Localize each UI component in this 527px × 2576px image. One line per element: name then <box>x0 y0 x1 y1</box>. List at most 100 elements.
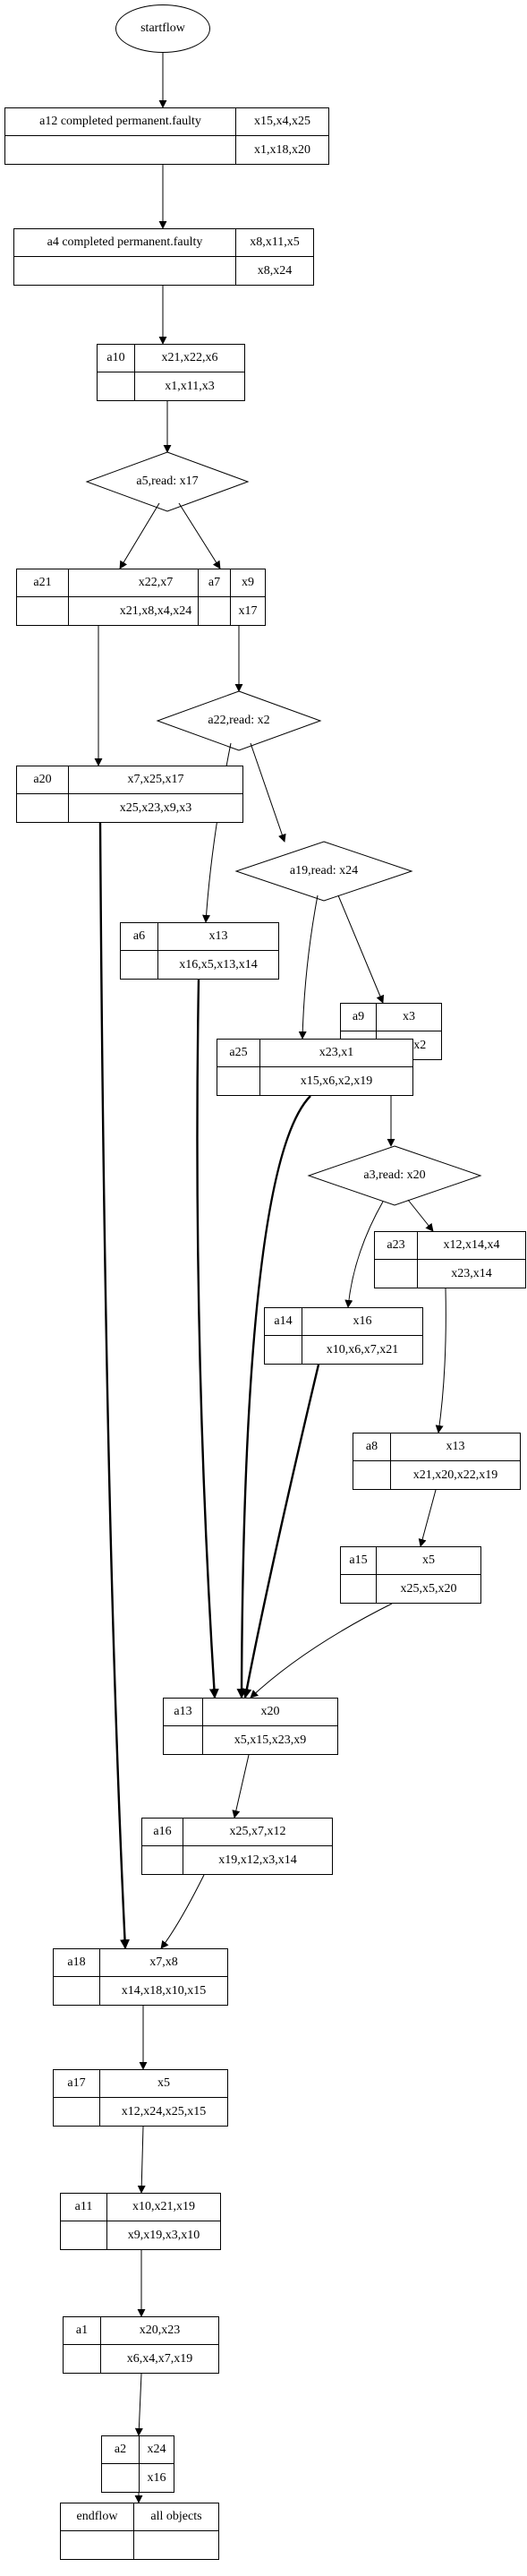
decision-d19: a19,read: x24 <box>289 864 359 877</box>
start-label: startflow <box>140 21 185 35</box>
node-id: a6 <box>121 923 158 950</box>
node-id: a2 <box>102 2436 140 2463</box>
node-bottom-row: x15,x6,x2,x19 <box>217 1067 412 1095</box>
node-top-objects: x7,x8 <box>149 1956 178 1969</box>
node-bottom-objects: x14,x18,x10,x15 <box>121 1983 207 1998</box>
node-id-spacer <box>17 597 69 625</box>
node-top-objects: x24 <box>147 2443 166 2456</box>
node-id: a13 <box>164 1699 203 1725</box>
node-top-row: a13 x20 <box>164 1699 337 1726</box>
node-bottom-row: x10,x6,x7,x21 <box>265 1336 422 1364</box>
decision-d22: a22,read: x2 <box>208 714 270 727</box>
node-id: a8 <box>353 1433 391 1460</box>
node-bottom-objects: x8,x24 <box>257 263 293 278</box>
node-bottom-row: x12,x24,x25,x15 <box>54 2098 227 2126</box>
end-id: endflow <box>61 2503 134 2530</box>
node-bottom-objects: x21,x20,x22,x19 <box>412 1468 498 1482</box>
node-top-row: a1 x20,x23 <box>64 2317 218 2345</box>
node-bottom-row: x16,x5,x13,x14 <box>121 951 278 979</box>
edge-d3-a23 <box>407 1199 434 1232</box>
node-top-objects: x22,x7 <box>138 576 174 589</box>
start-node: startflow <box>115 4 210 53</box>
node-bottom-row: x19,x12,x3,x14 <box>142 1846 332 1874</box>
edge-a14-a13 <box>242 1364 320 1699</box>
node-id: a14 <box>265 1308 302 1335</box>
node-id: a15 <box>341 1547 377 1574</box>
node-id-spacer <box>61 2221 107 2249</box>
node-top-objects: x8,x11,x5 <box>250 235 300 249</box>
edge-d22-d19 <box>250 742 286 843</box>
node-bottom-objects: x25,x5,x20 <box>400 1581 457 1596</box>
edge-a6-a13 <box>196 979 219 1699</box>
edge-a15-a13 <box>250 1603 393 1699</box>
node-id: a21 <box>17 569 69 596</box>
node-bottom-objects: x25,x23,x9,x3 <box>119 800 192 815</box>
edge-d5-a21 <box>119 502 160 569</box>
node-top-row: a6 x13 <box>121 923 278 951</box>
node-id-spacer <box>353 1461 391 1489</box>
node-top-objects: x21,x22,x6 <box>161 351 218 364</box>
node-top-objects: x20 <box>260 1705 280 1718</box>
node-top-objects: x5 <box>422 1553 435 1567</box>
node-top-objects: x3 <box>403 1010 415 1023</box>
node-id-spacer <box>199 597 231 625</box>
node-id: a17 <box>54 2070 100 2097</box>
node-bottom-row: x1,x11,x3 <box>98 372 244 400</box>
node-bottom-objects: x1,x18,x20 <box>254 142 310 157</box>
node-bottom-objects: x15,x6,x2,x19 <box>300 1074 373 1088</box>
node-top-objects: x20,x23 <box>139 2324 181 2337</box>
edge-d19-a25 <box>298 894 319 1040</box>
node-bottom-row: x5,x15,x23,x9 <box>164 1726 337 1754</box>
node-id: a16 <box>142 1819 183 1845</box>
node-id-spacer <box>5 136 236 164</box>
node-top-row: a2 x24 <box>102 2436 174 2464</box>
edge-a16-a18 <box>160 1874 205 1949</box>
edge-a25-a13 <box>236 1095 311 1699</box>
node-id-spacer <box>54 2098 100 2126</box>
node-bottom-row: x25,x5,x20 <box>341 1575 480 1603</box>
node-id-spacer <box>17 794 69 822</box>
node-bottom-objects: x21,x8,x4,x24 <box>119 603 192 618</box>
node-id-spacer <box>14 257 236 285</box>
node-id: a7 <box>199 569 231 596</box>
node-id: a1 <box>64 2317 101 2344</box>
node-a6: a6 x13 x16,x5,x13,x14 <box>120 922 279 980</box>
node-bottom-objects: x23,x14 <box>451 1266 492 1280</box>
node-id-spacer <box>375 1260 418 1288</box>
node-id: a11 <box>61 2194 107 2221</box>
edge-a1-a2 <box>134 2373 143 2436</box>
node-id-spacer <box>217 1067 260 1095</box>
end-bottom-row <box>61 2531 218 2559</box>
node-top-objects: x13 <box>208 929 228 943</box>
node-top-objects: x7,x25,x17 <box>127 773 184 786</box>
decision-d3-shape <box>307 1145 482 1206</box>
edge-a23-a8 <box>435 1288 446 1433</box>
node-id-spacer <box>164 1726 203 1754</box>
decision-d19-shape <box>234 841 413 902</box>
node-bottom-row: x25,x23,x9,x3 <box>17 794 242 822</box>
node-id: a12 completed permanent.faulty <box>5 108 236 135</box>
edge-d3-a14 <box>344 1201 384 1308</box>
